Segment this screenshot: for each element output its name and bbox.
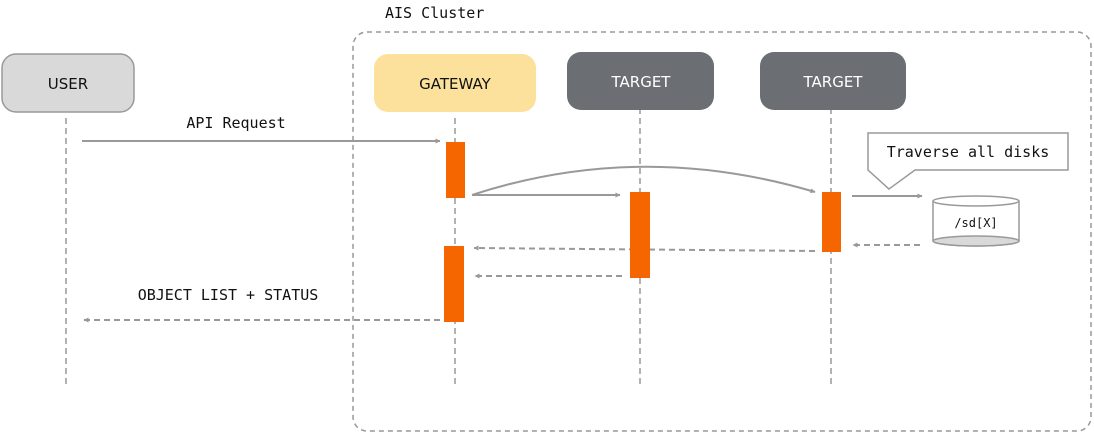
callout-text: Traverse all disks bbox=[887, 143, 1050, 161]
participant-user-label: USER bbox=[48, 75, 88, 93]
participant-target-2: TARGET bbox=[760, 52, 906, 110]
cluster-label: AIS Cluster bbox=[385, 4, 484, 22]
participant-gateway: GATEWAY bbox=[374, 54, 536, 112]
cluster-boundary bbox=[352, 31, 1092, 432]
object-list-label: OBJECT LIST + STATUS bbox=[138, 286, 319, 304]
target2-activation bbox=[822, 192, 841, 252]
participant-user: USER bbox=[1, 53, 135, 113]
disk-icon: /sd[X] bbox=[932, 195, 1020, 247]
gateway-to-target2-arrow bbox=[471, 165, 816, 196]
target1-activation bbox=[630, 192, 650, 278]
participant-gateway-label: GATEWAY bbox=[419, 75, 491, 93]
gateway-activation-1 bbox=[446, 142, 465, 198]
participant-target-2-label: TARGET bbox=[803, 73, 864, 91]
api-request-label: API Request bbox=[186, 114, 285, 132]
participant-target-1-label: TARGET bbox=[611, 73, 672, 91]
callout: Traverse all disks bbox=[867, 132, 1069, 190]
disk-label: /sd[X] bbox=[954, 216, 997, 230]
participant-target-1: TARGET bbox=[567, 52, 714, 110]
gateway-activation-2 bbox=[444, 246, 464, 322]
